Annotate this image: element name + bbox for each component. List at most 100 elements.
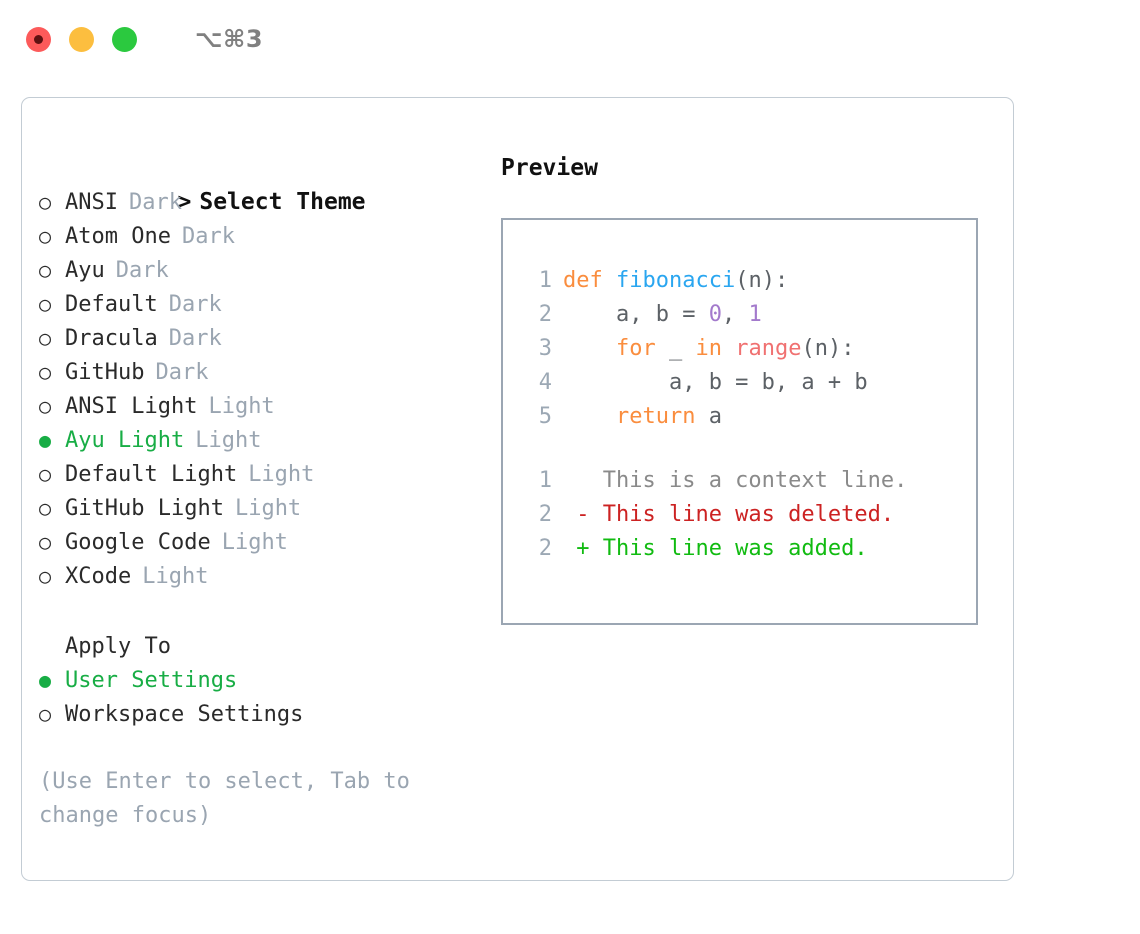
code-line: 2 a, b = 0, 1 [522, 298, 976, 332]
code-line-number: 3 [538, 336, 552, 361]
code-token: range [735, 336, 802, 361]
radio-unselected-icon: ○ [39, 462, 52, 486]
theme-option-ansi-light[interactable]: ○ ANSI Light Light [39, 389, 469, 423]
theme-option-tag: Dark [155, 360, 209, 385]
code-token: a [695, 404, 722, 429]
code-line-number: 1 [538, 268, 552, 293]
theme-option-label: ANSI Light [65, 394, 198, 419]
code-token [722, 336, 735, 361]
theme-option-tag: Light [195, 428, 262, 453]
diff-line-number: 2 [538, 536, 552, 561]
theme-option-label: Atom One [65, 224, 171, 249]
diff-line-text: This is a context line. [563, 468, 908, 493]
code-token: return [615, 404, 696, 429]
code-token: in [695, 336, 722, 361]
radio-unselected-icon: ○ [39, 292, 52, 316]
theme-option-ansi[interactable]: ○ ANSI Dark [39, 185, 469, 219]
radio-unselected-icon: ○ [39, 258, 52, 282]
diff-line-add: 2 + This line was added. [522, 532, 976, 566]
apply-to-group: ○Apply To ●User Settings○Workspace Setti… [39, 629, 469, 731]
code-token: , [721, 302, 749, 327]
code-token: (n): [735, 268, 789, 293]
diff-line-del: 2 - This line was deleted. [522, 498, 976, 532]
diff-line-text: - This line was deleted. [563, 502, 895, 527]
code-line: 4 a, b = b, a + b [522, 366, 976, 400]
keyboard-shortcut-label: ⌥⌘3 [195, 25, 264, 53]
theme-option-label: Default [65, 292, 158, 317]
code-line-number: 2 [538, 302, 552, 327]
radio-unselected-icon: ○ [39, 224, 52, 248]
radio-unselected-icon: ○ [39, 190, 52, 214]
code-line: 3 for _ in range(n): [522, 332, 976, 366]
theme-option-tag: Dark [181, 224, 235, 249]
code-line-text: a, b = b, a + b [563, 366, 868, 400]
theme-option-label: Google Code [65, 530, 211, 555]
radio-selected-icon: ● [39, 668, 52, 692]
code-token: a, b = [563, 302, 709, 327]
code-line-text: def fibonacci(n): [563, 264, 788, 298]
theme-option-tag: Light [248, 462, 315, 487]
theme-option-label: Ayu Light [65, 428, 185, 453]
hint-text: (Use Enter to select, Tab to change focu… [39, 769, 410, 828]
code-line-text: return a [563, 400, 722, 434]
code-token: a, b = b, a + b [563, 370, 868, 395]
code-line-number: 4 [538, 370, 552, 395]
code-line-number: 5 [538, 404, 552, 429]
apply-to-heading-label: Apply To [65, 634, 171, 659]
theme-option-label: Default Light [65, 462, 238, 487]
select-theme-heading-label: Select Theme [199, 189, 366, 215]
theme-option-atom-one[interactable]: ○ Atom One Dark [39, 219, 469, 253]
close-button[interactable] [26, 26, 51, 52]
theme-option-tag: Light [142, 564, 209, 589]
theme-option-tag: Light [208, 394, 275, 419]
code-token: fibonacci [615, 268, 736, 293]
theme-option-label: GitHub [65, 360, 145, 385]
theme-option-label: XCode [65, 564, 132, 589]
maximize-button[interactable] [112, 26, 137, 52]
theme-option-tag: Dark [115, 258, 169, 283]
code-line: 1 def fibonacci(n): [522, 264, 976, 298]
diff-line-number: 2 [538, 502, 552, 527]
theme-option-ayu[interactable]: ○ Ayu Dark [39, 253, 469, 287]
code-token: 1 [748, 302, 762, 327]
code-token: (n): [801, 336, 855, 361]
traffic-lights [26, 26, 137, 52]
theme-option-label: ANSI [65, 190, 118, 215]
diff-line-text: + This line was added. [563, 536, 868, 561]
code-token: 0 [708, 302, 722, 327]
apply-to-list: ●User Settings○Workspace Settings [39, 663, 469, 731]
code-line-text: a, b = 0, 1 [563, 298, 762, 332]
theme-option-default-light[interactable]: ○ Default Light Light [39, 457, 469, 491]
radio-unselected-icon: ○ [39, 394, 52, 418]
radio-unselected-icon: ○ [39, 530, 52, 554]
preview-spacer [522, 434, 976, 464]
radio-unselected-icon: ○ [39, 496, 52, 520]
minimize-button[interactable] [69, 26, 94, 52]
apply-to-option-user-settings[interactable]: ●User Settings [39, 663, 469, 697]
apply-to-option-workspace-settings[interactable]: ○Workspace Settings [39, 697, 469, 731]
diff-line-number: 1 [538, 468, 552, 493]
code-token [563, 404, 616, 429]
preview-heading: Preview [501, 155, 598, 181]
window-titlebar: ⌥⌘3 [0, 0, 1140, 78]
theme-option-tag: Dark [128, 190, 182, 215]
code-token: for [615, 336, 656, 361]
code-token: def [563, 268, 616, 293]
apply-to-heading-spacer: ○ [39, 629, 65, 663]
theme-option-label: Ayu [65, 258, 105, 283]
caret-icon: > [177, 189, 192, 215]
